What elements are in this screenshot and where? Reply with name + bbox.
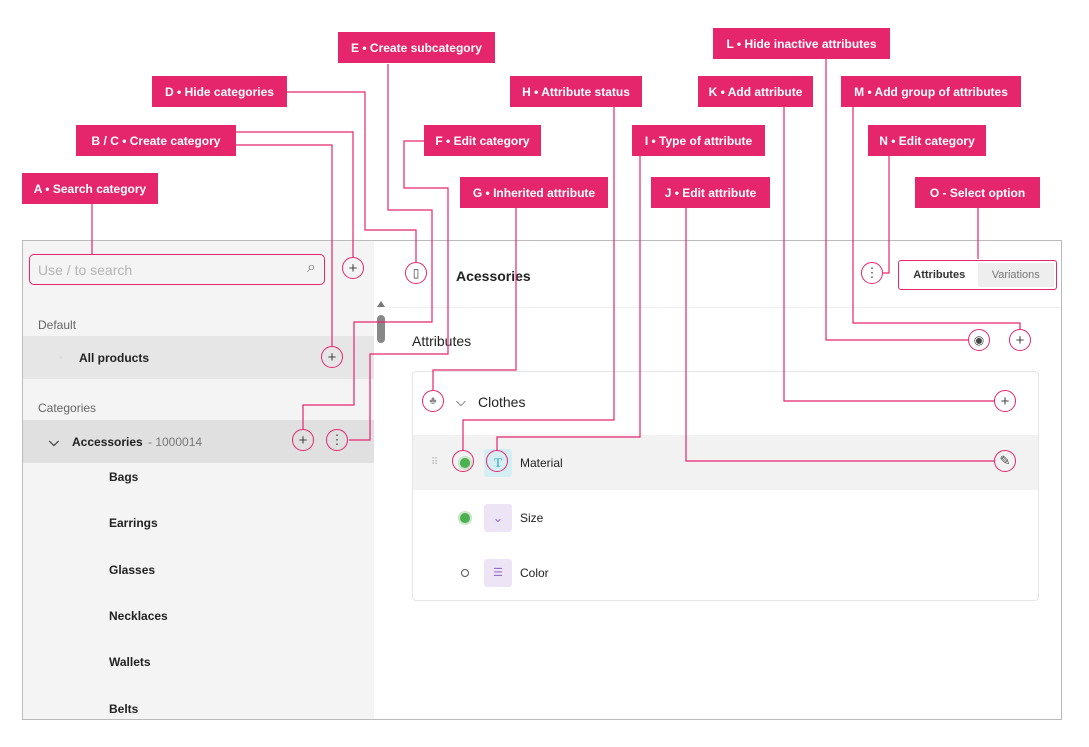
view-switch[interactable]: Attributes Variations [898,260,1057,290]
drag-handle-icon[interactable]: ⠿ [431,457,439,468]
connector-d [287,91,417,262]
annotation-l: L • Hide inactive attributes [713,28,890,59]
kebab-menu-icon[interactable]: ⋮ [326,429,348,451]
tab-variations[interactable]: Variations [977,263,1054,287]
sidebar-toggle-icon[interactable]: ▯ [405,262,427,284]
add-group-button[interactable]: + [1009,329,1031,351]
attribute-name: Size [520,510,544,525]
subcategory-item[interactable]: Glasses [109,563,156,577]
category-code: - 1000014 [148,434,203,449]
hierarchy-icon: ♣ [422,390,444,412]
annotation-h: H • Attribute status [510,76,642,107]
status-inactive-icon [461,568,469,577]
status-active-icon [460,512,470,523]
annotation-bc: B / C • Create category [76,125,236,156]
bullet-icon [59,356,62,359]
eye-icon[interactable]: ◉ [968,329,990,351]
subcategory-item[interactable]: Earrings [109,516,158,530]
attribute-type-highlight [486,450,508,472]
subcategory-item[interactable]: Necklaces [109,609,168,623]
list-type-icon: ☰ [484,558,512,587]
attribute-group-card: ⌵ Clothes ⠿ T Material ⌄ Size ☰ Color [412,371,1039,601]
annotation-n: N • Edit category [868,125,986,156]
annotation-a: A • Search category [22,173,158,204]
annotation-m: M • Add group of attributes [841,76,1021,107]
app-window: Use / to search ⌕ Default All products C… [22,240,1062,720]
annotation-d: D • Hide categories [152,76,287,107]
chevron-down-icon[interactable]: ⌵ [456,393,466,409]
attribute-row[interactable]: ☰ Color [413,545,1038,600]
chevron-down-icon[interactable]: ⌵ [49,433,59,449]
search-placeholder: Use / to search [38,262,133,278]
annotation-i: I • Type of attribute [632,125,765,156]
annotation-g: G • Inherited attribute [460,177,608,208]
annotation-f: F • Edit category [424,125,541,156]
scrollbar[interactable] [374,241,389,719]
group-name: Clothes [478,393,526,410]
scroll-thumb[interactable] [377,315,385,343]
connector-bc2 [236,131,354,257]
subcategory-item[interactable]: Bags [109,470,139,484]
create-category-button[interactable]: + [342,257,364,279]
kebab-menu-icon[interactable]: ⋮ [861,262,883,284]
subcategory-item[interactable]: Belts [109,702,139,716]
annotation-o: O - Select option [915,177,1040,208]
section-title: Attributes [412,333,472,349]
subcategory-item[interactable]: Wallets [109,655,151,669]
category-sidebar: Use / to search ⌕ Default All products C… [23,241,374,719]
attribute-row[interactable]: ⌄ Size [413,490,1038,545]
add-attribute-button[interactable]: + [994,390,1016,412]
category-name: Accessories [72,434,143,449]
annotation-j: J • Edit attribute [651,177,770,208]
attribute-name: Material [520,455,563,470]
tab-attributes[interactable]: Attributes [901,263,978,287]
all-products-label: All products [79,350,150,365]
divider [389,307,1061,308]
page-title: Acessories [456,268,531,284]
search-input[interactable]: Use / to search ⌕ [29,254,325,285]
create-category-plus-icon[interactable]: + [321,346,343,368]
attribute-status-highlight [452,450,474,472]
create-subcategory-button[interactable]: + [292,429,314,451]
annotation-e: E • Create subcategory [338,32,495,63]
annotation-k: K • Add attribute [698,76,813,107]
categories-label: Categories [38,401,97,415]
dropdown-type-icon: ⌄ [484,503,512,532]
category-accessories[interactable]: ⌵ Accessories - 1000014 [23,420,374,463]
pencil-icon[interactable]: ✎ [994,450,1016,472]
group-row: ⌵ Clothes [413,374,1038,429]
scroll-up-icon[interactable] [377,301,385,307]
search-icon: ⌕ [307,259,316,276]
default-label: Default [38,318,77,332]
attribute-name: Color [520,565,549,580]
